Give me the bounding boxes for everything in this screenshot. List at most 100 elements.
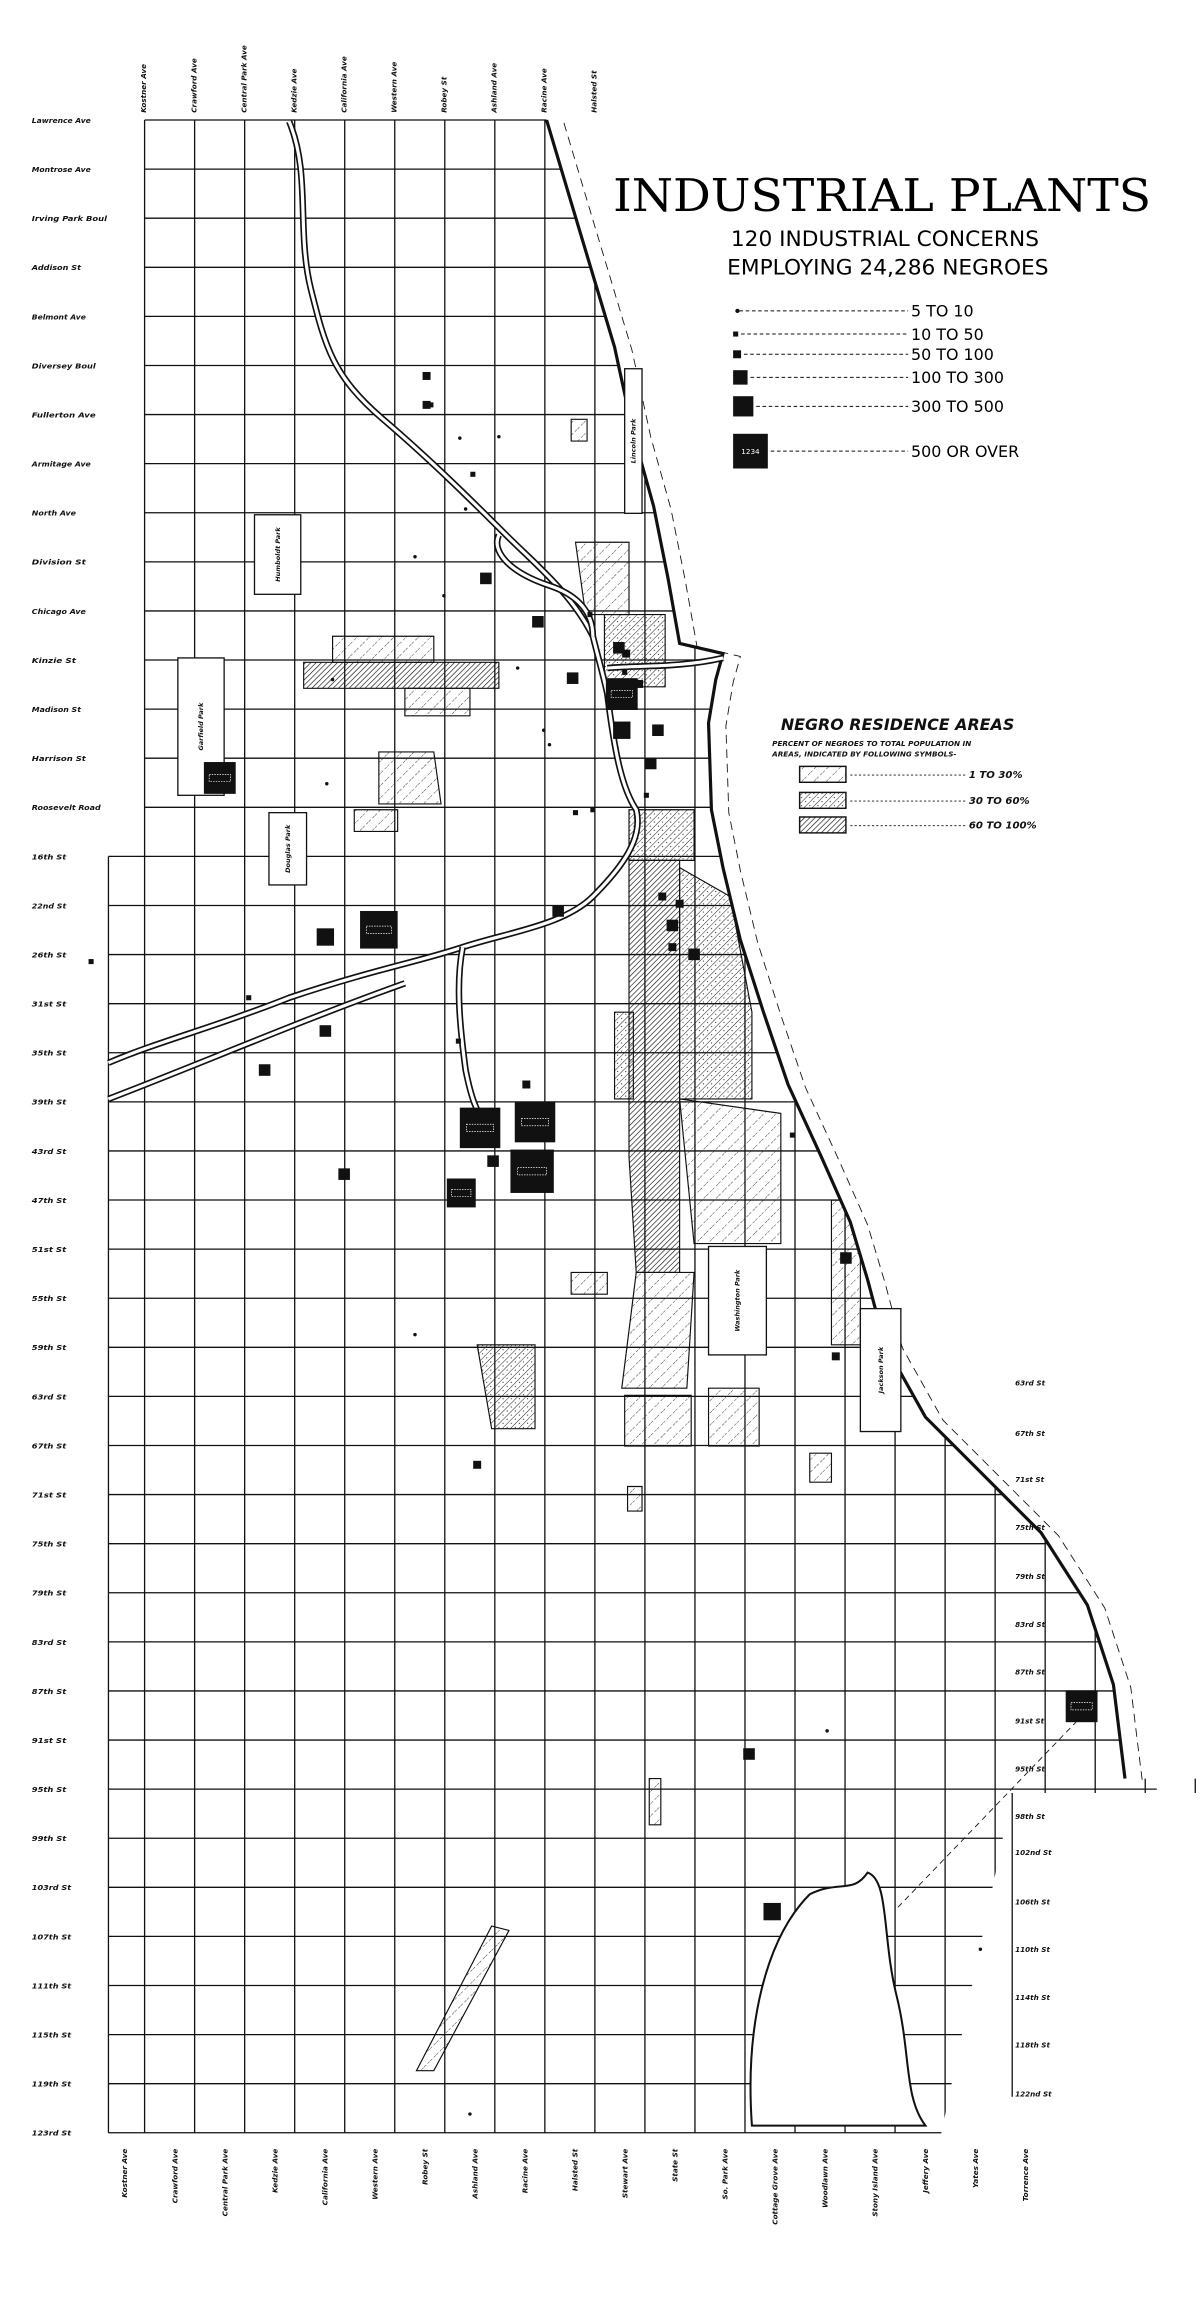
street-label-bottom: Racine Ave — [521, 2149, 530, 2194]
plant-marker-5-10 — [515, 666, 520, 670]
river-water — [457, 946, 486, 1122]
legend-marker — [733, 433, 768, 469]
street-label-west: Addison St — [31, 263, 82, 272]
plant-count-label — [521, 1118, 549, 1127]
plant-marker — [666, 919, 679, 932]
plant-marker-500-over — [514, 1101, 556, 1143]
residence-legend-title: NEGRO RESIDENCE AREAS — [781, 715, 1014, 734]
street-label-west: 111th St — [32, 1981, 72, 1990]
plant-marker — [88, 959, 94, 965]
residence-area-light — [621, 1271, 695, 1389]
plant-marker-500-over — [203, 762, 236, 794]
street-label-east: 98th St — [1015, 1812, 1045, 1821]
plant-marker — [613, 642, 625, 654]
street-label-west: 51st St — [32, 1245, 67, 1254]
residence-area-light — [353, 809, 399, 833]
street-label-west: North Ave — [32, 509, 76, 518]
plant-marker — [622, 649, 631, 658]
street-label-east: 71st St — [1015, 1475, 1045, 1484]
plant-marker-5-10 — [497, 434, 501, 439]
park-label: Douglas Park — [284, 824, 292, 873]
street-label-bottom: Ashland Ave — [470, 2149, 479, 2200]
plant-marker-500-over — [605, 678, 638, 710]
street-label-bottom: Crawford Ave — [170, 2149, 179, 2204]
street-label-west: Diversey Boul — [32, 361, 96, 370]
street-label-top: Western Ave — [389, 62, 398, 113]
residence-area-light — [378, 751, 442, 805]
plant-marker — [668, 943, 677, 952]
street-label-west: 59th St — [32, 1343, 67, 1352]
street-label-west: 79th St — [32, 1589, 67, 1598]
street-label-west: Kinzie St — [32, 656, 77, 665]
plant-marker — [480, 572, 492, 585]
plant-marker-5-10 — [458, 436, 462, 440]
shoal-line — [563, 122, 1143, 1782]
street-label-west: 39th St — [32, 1098, 67, 1107]
street-label-west: 99th St — [32, 1834, 67, 1843]
lake-calumet — [749, 1871, 928, 2127]
street-label-west: 87th St — [32, 1687, 67, 1696]
street-label-east: 106th St — [1015, 1897, 1050, 1906]
park-outline — [859, 1307, 902, 1433]
street-label-top: Kedzie Ave — [289, 69, 298, 113]
park-label: Jackson Park — [877, 1346, 885, 1395]
legend-label: 1 TO 30% — [969, 770, 1023, 781]
street-label-east: 122nd St — [1015, 2090, 1052, 2099]
street-label-bottom: Halsted St — [571, 2148, 580, 2191]
street-label-west: 103rd St — [32, 1883, 72, 1892]
street-label-top: Crawford Ave — [189, 58, 198, 113]
map-subtitle-line-2: EMPLOYING 24,286 NEGROES — [727, 256, 1048, 281]
legend-label: 300 TO 500 — [911, 397, 1004, 416]
legend-marker — [733, 396, 754, 417]
legend-swatch-dense — [798, 816, 847, 834]
lake-area — [546, 86, 1199, 1779]
street-label-west: 107th St — [32, 1932, 72, 1941]
street-label-top: Ashland Ave — [489, 63, 498, 114]
plant-count-label — [610, 690, 633, 699]
plant-count-label — [1070, 1702, 1093, 1711]
map-subtitle-line-1: 120 INDUSTRIAL CONCERNS — [731, 227, 1039, 252]
plant-marker — [622, 669, 628, 675]
plant-marker — [590, 807, 596, 813]
plant-marker-5-10 — [978, 1947, 983, 1951]
plant-count-label — [365, 925, 392, 934]
legend-swatch-medium — [798, 791, 847, 810]
street-label-west: 91st St — [32, 1736, 67, 1745]
street-label-west: Fullerton Ave — [32, 410, 96, 419]
plant-marker — [643, 792, 649, 798]
street-label-top: California Ave — [339, 56, 348, 113]
legend-label: 5 TO 10 — [911, 302, 974, 321]
blank — [0, 0, 1199, 119]
street-label-west: 63rd St — [32, 1392, 67, 1401]
street-label-east: 91st St — [1015, 1717, 1045, 1726]
plant-marker — [487, 1155, 499, 1167]
park-label: Washington Park — [734, 1269, 742, 1332]
street-label-west: 75th St — [32, 1540, 67, 1549]
plant-marker-500-over — [446, 1178, 476, 1208]
street-label-east: 63rd St — [1015, 1378, 1045, 1387]
street-label-east: 114th St — [1015, 1993, 1050, 2002]
plant-marker-500-over — [459, 1107, 501, 1149]
street-label-west: 47th St — [32, 1196, 67, 1205]
plant-marker — [840, 1252, 852, 1264]
street-label-west: Belmont Ave — [32, 312, 86, 321]
plant-marker — [763, 1902, 781, 1921]
plant-marker — [688, 948, 700, 961]
residence-area-dense — [303, 661, 500, 689]
residence-area-light — [626, 1485, 643, 1512]
river-bank — [286, 120, 611, 695]
plant-marker-5-10 — [463, 507, 468, 511]
street-label-bottom: Robey St — [420, 2148, 429, 2185]
legend-marker — [735, 308, 740, 314]
plant-marker — [473, 1460, 482, 1469]
street-label-west: 43rd St — [32, 1147, 67, 1156]
plant-marker — [789, 1132, 795, 1138]
residence-area-medium — [476, 1344, 536, 1430]
plant-marker-5-10 — [325, 781, 329, 786]
street-label-bottom: Central Park Ave — [220, 2149, 229, 2217]
legend-sample-count: 1234 — [741, 447, 760, 456]
street-label-west: 83rd St — [32, 1638, 67, 1647]
legend-marker — [733, 350, 742, 359]
street-label-east: 87th St — [1015, 1667, 1045, 1676]
